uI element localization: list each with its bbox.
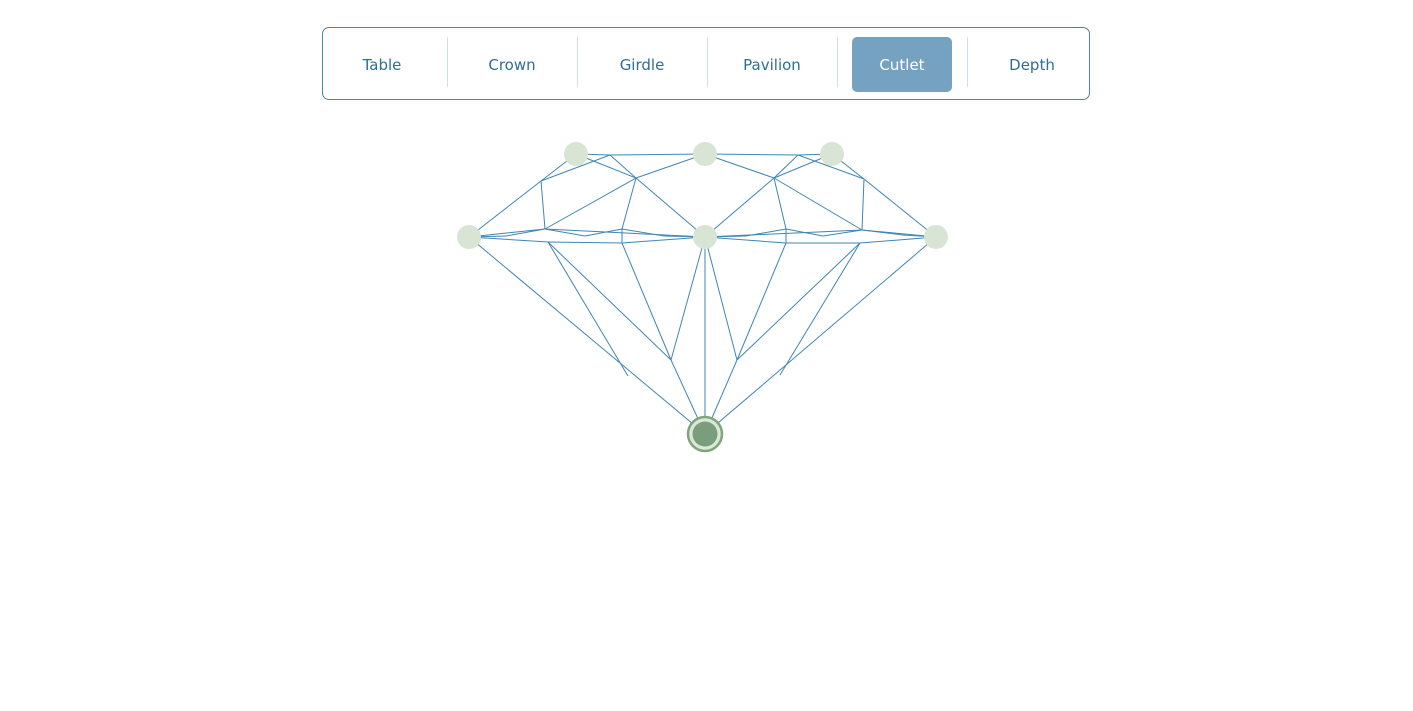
handle-cutlet-core: [692, 421, 718, 447]
facet-tab-bar: Table Crown Girdle Pavilion Cutlet Depth: [322, 27, 1090, 100]
facet-edge: [547, 241, 672, 361]
facet-edge: [785, 228, 824, 237]
facet-edge: [468, 180, 542, 238]
tab-separator: [447, 37, 448, 87]
tab-separator: [577, 37, 578, 87]
facet-edge: [773, 154, 799, 179]
tab-table[interactable]: Table: [362, 55, 402, 74]
facet-edge: [547, 241, 629, 377]
facet-edge: [861, 178, 865, 231]
facet-edge: [635, 153, 706, 179]
handle-girdle-left[interactable]: [457, 225, 481, 249]
facet-edge: [704, 153, 775, 179]
facet-edge: [609, 154, 637, 179]
facet-edge: [621, 236, 706, 244]
facet-edge: [704, 236, 738, 361]
facet-edge: [797, 154, 865, 180]
tab-separator: [707, 37, 708, 87]
facet-edge: [505, 228, 546, 237]
tab-girdle[interactable]: Girdle: [619, 55, 665, 74]
handle-girdle-center[interactable]: [693, 225, 717, 249]
facet-edge: [621, 228, 665, 237]
facet-edge: [670, 236, 706, 361]
facet-edge: [745, 228, 787, 237]
facet-edge: [609, 153, 706, 156]
tab-separator: [837, 37, 838, 87]
facet-edge: [468, 228, 546, 238]
handle-table-left[interactable]: [564, 142, 588, 166]
facet-edge: [861, 229, 904, 236]
facet-edge: [822, 229, 863, 237]
facet-edge: [540, 154, 611, 182]
facet-edge: [544, 228, 706, 238]
facet-edge: [773, 177, 863, 231]
facet-edge: [621, 177, 637, 230]
facet-edge: [584, 228, 623, 237]
facet-edge: [779, 242, 861, 376]
facet-edge: [704, 153, 799, 156]
facet-edge: [859, 236, 937, 244]
facet-edge: [773, 177, 787, 230]
handle-table-center[interactable]: [693, 142, 717, 166]
facet-edge: [704, 236, 937, 435]
handle-girdle-right[interactable]: [924, 225, 948, 249]
facet-edge: [468, 236, 549, 243]
tab-cutlet[interactable]: Cutlet: [852, 37, 952, 92]
diamond-handles: [457, 142, 948, 453]
tab-depth[interactable]: Depth: [1009, 55, 1055, 74]
facet-edge: [736, 242, 861, 361]
tab-separator: [967, 37, 968, 87]
diamond-facet-lines: [468, 153, 937, 435]
facet-edge: [540, 180, 546, 230]
tab-crown[interactable]: Crown: [488, 55, 536, 74]
facet-edge: [704, 236, 787, 244]
facet-edge: [736, 242, 787, 361]
facet-edge: [863, 178, 937, 238]
facet-edge: [704, 229, 863, 238]
facet-edge: [544, 228, 586, 237]
facet-edge: [635, 177, 706, 238]
facet-edge: [547, 241, 623, 244]
tab-pavilion[interactable]: Pavilion: [743, 55, 801, 74]
facet-edge: [544, 177, 637, 230]
facet-edge: [704, 177, 775, 238]
facet-edge: [621, 242, 672, 361]
handle-table-right[interactable]: [820, 142, 844, 166]
facet-edge: [468, 236, 706, 435]
